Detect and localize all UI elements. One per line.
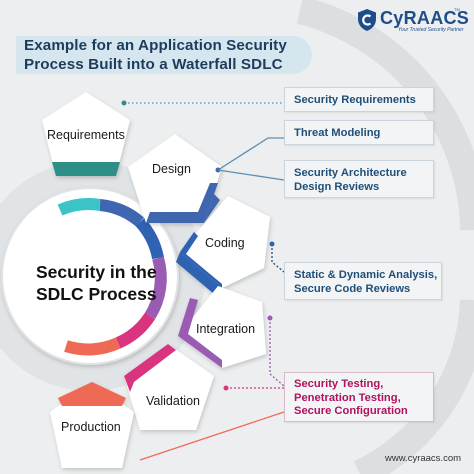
pentagon-requirements xyxy=(42,92,130,176)
phase-label-requirements: Requirements xyxy=(47,128,125,142)
phase-label-design: Design xyxy=(152,162,191,176)
connectors xyxy=(121,100,285,461)
pentagon-design xyxy=(128,134,222,223)
logo-tagline: Your Trusted Security Partner xyxy=(398,27,464,33)
phase-label-production: Production xyxy=(61,420,121,434)
pentagon-production xyxy=(50,382,134,468)
activity-text: Static & Dynamic Analysis, xyxy=(294,269,438,281)
activity-text: Security Architecture xyxy=(294,167,407,179)
center-circle xyxy=(1,187,179,365)
pentagon-coding xyxy=(176,196,270,294)
activity-text: Threat Modeling xyxy=(294,127,381,139)
phase-label-validation: Validation xyxy=(146,394,200,408)
phase-label-coding: Coding xyxy=(205,236,245,250)
activity-box-security-testing: Security Testing, Penetration Testing, S… xyxy=(284,372,434,422)
decor-arc xyxy=(353,299,474,474)
logo-wordmark: CyRAACS xyxy=(380,8,470,28)
activity-text: Secure Code Reviews xyxy=(294,282,411,295)
logo-trademark: TM xyxy=(454,7,460,12)
center-title-line-1: Security in the xyxy=(36,262,157,282)
activity-text: Security Requirements xyxy=(294,94,416,106)
activity-text: Penetration Testing, xyxy=(294,391,401,404)
title-line-1: Example for an Application Security xyxy=(24,37,287,54)
phase-label-integration: Integration xyxy=(196,322,256,336)
activity-text: Secure Configuration xyxy=(294,405,408,417)
activity-box-code-analysis: Static & Dynamic Analysis, Secure Code R… xyxy=(284,262,442,300)
activity-box-architecture-review: Security Architecture Design Reviews xyxy=(284,160,434,198)
activity-box-threat-modeling: Threat Modeling xyxy=(284,120,434,145)
activity-text: Design Reviews xyxy=(294,180,380,193)
pentagon-validation xyxy=(124,344,214,430)
pentagon-integration xyxy=(178,286,266,368)
center-title-line-2: SDLC Process xyxy=(36,284,157,304)
activity-box-security-requirements: Security Requirements xyxy=(284,87,434,112)
activity-text: Security Testing, xyxy=(294,378,384,390)
title-line-2: Process Built into a Waterfall SDLC xyxy=(24,56,283,73)
shield-c-icon xyxy=(358,9,376,31)
center-color-arc xyxy=(57,198,167,356)
title-band xyxy=(16,36,312,74)
footer-website[interactable]: www.cyraacs.com xyxy=(385,453,462,464)
